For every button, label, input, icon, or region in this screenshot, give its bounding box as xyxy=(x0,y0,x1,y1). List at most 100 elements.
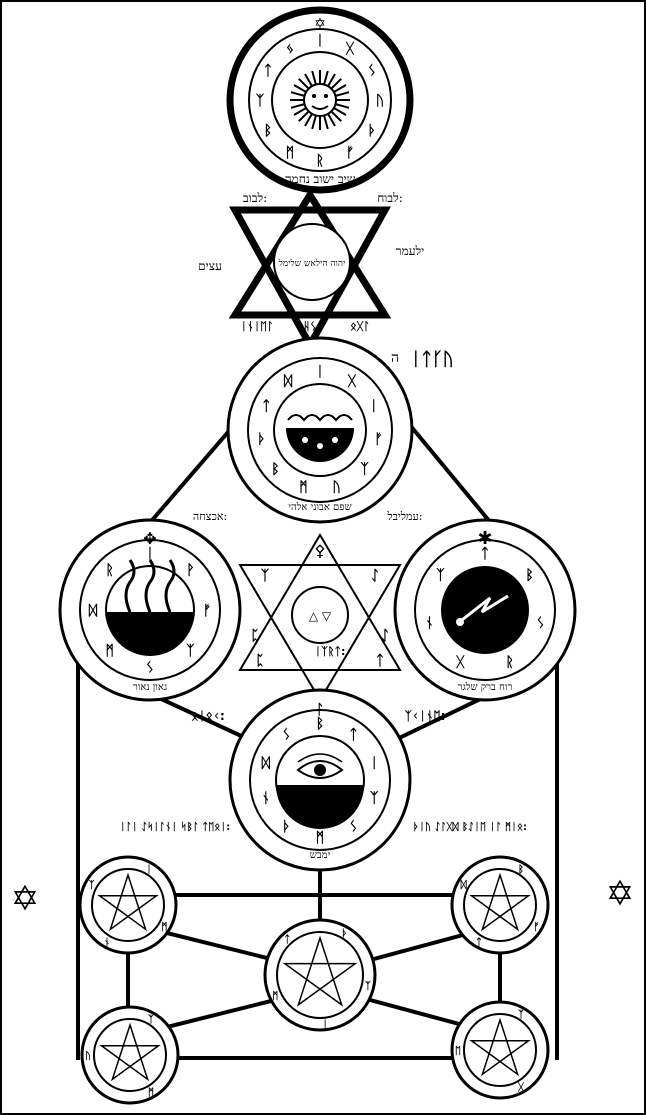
fire-rune-8: ᚱ xyxy=(105,563,113,579)
air-rune-3: ᛊ xyxy=(536,616,544,632)
water-corner-glyph: ה xyxy=(391,350,399,366)
upper-hexagram-center-text: יהוה הילאש שלימל xyxy=(278,258,346,269)
sun-ray xyxy=(323,70,329,85)
water-rune-8: ᛒ xyxy=(271,462,279,478)
sun-ray xyxy=(304,73,313,87)
left-star-icon: ✡ xyxy=(11,879,40,919)
earth-rune-2: ᛏ xyxy=(349,727,357,743)
seal-center-rune-1: ᚦ xyxy=(342,928,348,940)
fire-rune-4: ᛉ xyxy=(186,643,195,659)
sun-ray xyxy=(290,103,305,109)
seal-center-rune-5: ᛏ xyxy=(284,934,290,946)
fire-inscription: גאון נאור xyxy=(133,682,167,693)
mid-label-right-lower: ᛉᚲᛁᚾᛖ: xyxy=(405,709,446,723)
upper-hexagram-bottom-label-2: ᚺᛊ xyxy=(303,320,316,333)
seal-upper-right-rune-4: ᛞ xyxy=(460,879,468,891)
seal-lower-right: ᛉᚷᛖ xyxy=(450,1000,550,1100)
air-inscription: רוח ברק שלגר xyxy=(458,681,513,693)
water-rune-10: ᛏ xyxy=(262,398,270,414)
fire-top-glyph: ✥ xyxy=(143,529,156,548)
sun-ray xyxy=(335,103,350,109)
air-rune-7: ᛉ xyxy=(436,567,445,583)
sun-rune-12: ᛃ xyxy=(286,41,294,57)
sun-rune-4: ᚢ xyxy=(376,93,384,109)
seal-lower-right-rune-3: ᛖ xyxy=(455,1045,461,1057)
earth-rune-10: ᛊ xyxy=(282,727,290,743)
central-corner-rune-4: ᛇ xyxy=(381,628,389,644)
sun-ray xyxy=(330,78,342,90)
side-runes: ᛁᛏᚴᚢ xyxy=(410,349,453,370)
sun-rune-10: ᛉ xyxy=(256,93,265,109)
central-corner-rune-1: ᛉ xyxy=(261,568,270,584)
water-inscription: שפם אבוני אלהי xyxy=(288,501,351,513)
seal-upper-left-inner-ring xyxy=(91,868,165,942)
sun-ray xyxy=(304,113,313,127)
air-rune-4: ᚱ xyxy=(505,654,513,670)
central-corner-rune-3: ᛈ xyxy=(251,628,259,644)
sun-rune-2: ᚷ xyxy=(345,41,355,57)
water-bowl-icon xyxy=(286,414,354,462)
sun-ray xyxy=(335,91,350,97)
seal-lower-left: ᛉᛗᚢ xyxy=(80,1005,180,1105)
seal-center-inner-ring xyxy=(276,931,364,1019)
fire-rune-5: ᛊ xyxy=(146,660,154,676)
sun-ray xyxy=(327,73,336,87)
air-rune-2: ᛒ xyxy=(525,567,533,583)
earth-rune-1: ᛒ xyxy=(316,716,324,732)
sun-ray xyxy=(323,115,329,130)
seal-upper-right-inner-ring xyxy=(463,868,537,942)
sun-ray xyxy=(327,113,336,127)
lightning-disc-icon xyxy=(441,566,529,654)
water-rune-2: ᚷ xyxy=(347,373,357,389)
seal-lower-left-rune-1: ᛉ xyxy=(148,1014,155,1026)
water-rune-7: ᛗ xyxy=(299,480,307,496)
fire-rune-6: ᛗ xyxy=(105,643,113,659)
seal-lower-left-inner-ring xyxy=(93,1018,167,1092)
water-rune-6: ᚢ xyxy=(332,480,340,496)
air-rune-1: ᛏ xyxy=(481,546,489,562)
flames-icon xyxy=(106,559,194,656)
water-rune-3: ᛁ xyxy=(369,398,377,414)
earth-rune-3: ᛁ xyxy=(370,755,378,771)
upper-hexagram-top-right-label: לבוח: xyxy=(377,191,403,205)
central-hexagram-bottom-label: ᛁᛉᚱᛏ: xyxy=(315,645,346,658)
seal-lower-left-rune-2: ᛗ xyxy=(148,1086,154,1098)
sun-rays xyxy=(290,70,350,130)
sun-ray xyxy=(330,110,342,122)
sun-face-icon xyxy=(311,94,329,110)
seal-lower-right-rune-1: ᛉ xyxy=(518,1009,525,1021)
sun-rune-5: ᚦ xyxy=(368,123,376,139)
sun-rune-3: ᛊ xyxy=(368,63,376,79)
fire-rune-7: ᛞ xyxy=(89,603,98,619)
sun-rune-1: ᛁ xyxy=(316,33,324,49)
seal-upper-left-sigil xyxy=(97,872,159,932)
sun-ray xyxy=(293,107,307,116)
seal-upper-left-rune-2: ᛗ xyxy=(161,921,167,933)
sun-rune-9: ᛒ xyxy=(264,123,272,139)
right-star-icon: ✡ xyxy=(606,874,635,914)
seal-upper-right-rune-2: ᚠ xyxy=(533,921,539,933)
air-top-glyph: ✱ xyxy=(477,528,492,549)
seal-lower-right-sigil xyxy=(469,1017,531,1077)
earth-rune-9: ᛞ xyxy=(262,755,271,771)
upper-hexagram-bottom-label-3: ᛟᚷᛚ xyxy=(350,320,370,333)
water-rune-9: ᚦ xyxy=(257,431,265,447)
eye-icon xyxy=(276,753,364,829)
seal-center-outer-ring xyxy=(263,918,377,1032)
seal-center-sigil xyxy=(282,935,358,1007)
upper-hexagram: יהוה הילאש שלימל עצים ילעמר לבוב: לבוח: … xyxy=(198,188,424,353)
sun-inscription: שיב ישוב נחמה xyxy=(285,172,356,186)
